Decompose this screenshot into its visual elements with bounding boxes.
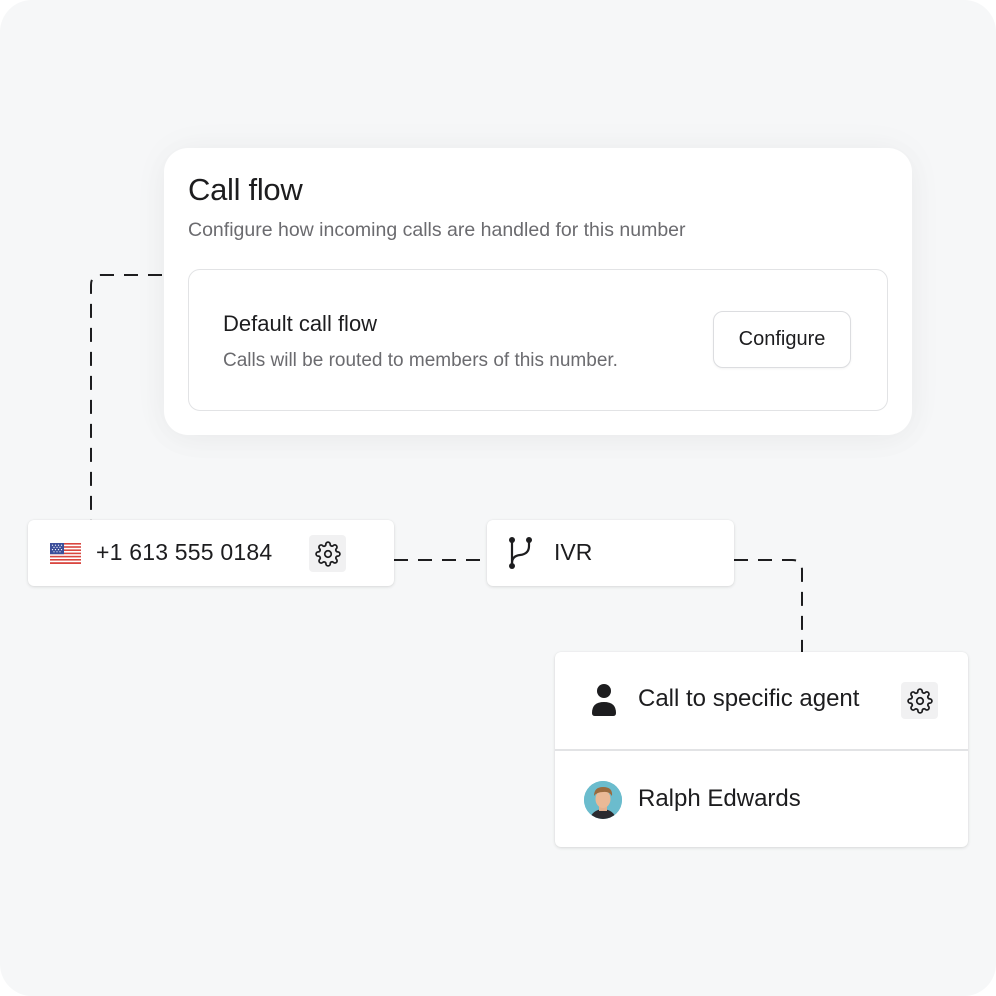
us-flag-icon bbox=[50, 543, 81, 564]
branch-icon bbox=[509, 537, 532, 569]
agent-settings-button[interactable] bbox=[901, 682, 938, 719]
agent-node-header: Call to specific agent bbox=[555, 652, 968, 749]
person-icon bbox=[592, 684, 616, 716]
call-to-agent-node[interactable]: Call to specific agent Ralph Edwards bbox=[555, 652, 968, 847]
phone-number-node[interactable]: +1 613 555 0184 bbox=[28, 520, 394, 586]
call-flow-panel: Call flow Configure how incoming calls a… bbox=[164, 148, 912, 435]
agent-node-divider bbox=[555, 749, 968, 751]
page-subtitle: Configure how incoming calls are handled… bbox=[188, 219, 686, 241]
agent-node-title: Call to specific agent bbox=[638, 685, 860, 712]
page-title: Call flow bbox=[188, 172, 303, 207]
phone-number-label: +1 613 555 0184 bbox=[96, 539, 273, 565]
gear-icon bbox=[314, 540, 341, 567]
default-call-flow-card: Default call flow Calls will be routed t… bbox=[188, 269, 888, 411]
agent-name: Ralph Edwards bbox=[638, 785, 801, 812]
default-call-flow-description: Calls will be routed to members of this … bbox=[223, 350, 618, 371]
ivr-node[interactable]: IVR bbox=[487, 520, 734, 586]
gear-icon bbox=[906, 687, 933, 714]
connector-ivr-to-agent bbox=[734, 559, 803, 652]
avatar bbox=[584, 781, 622, 819]
ivr-label: IVR bbox=[554, 539, 593, 565]
phone-settings-button[interactable] bbox=[309, 535, 346, 572]
connector-panel-to-phone bbox=[90, 274, 162, 520]
configure-button[interactable]: Configure bbox=[713, 311, 851, 368]
default-call-flow-title: Default call flow bbox=[223, 311, 378, 336]
